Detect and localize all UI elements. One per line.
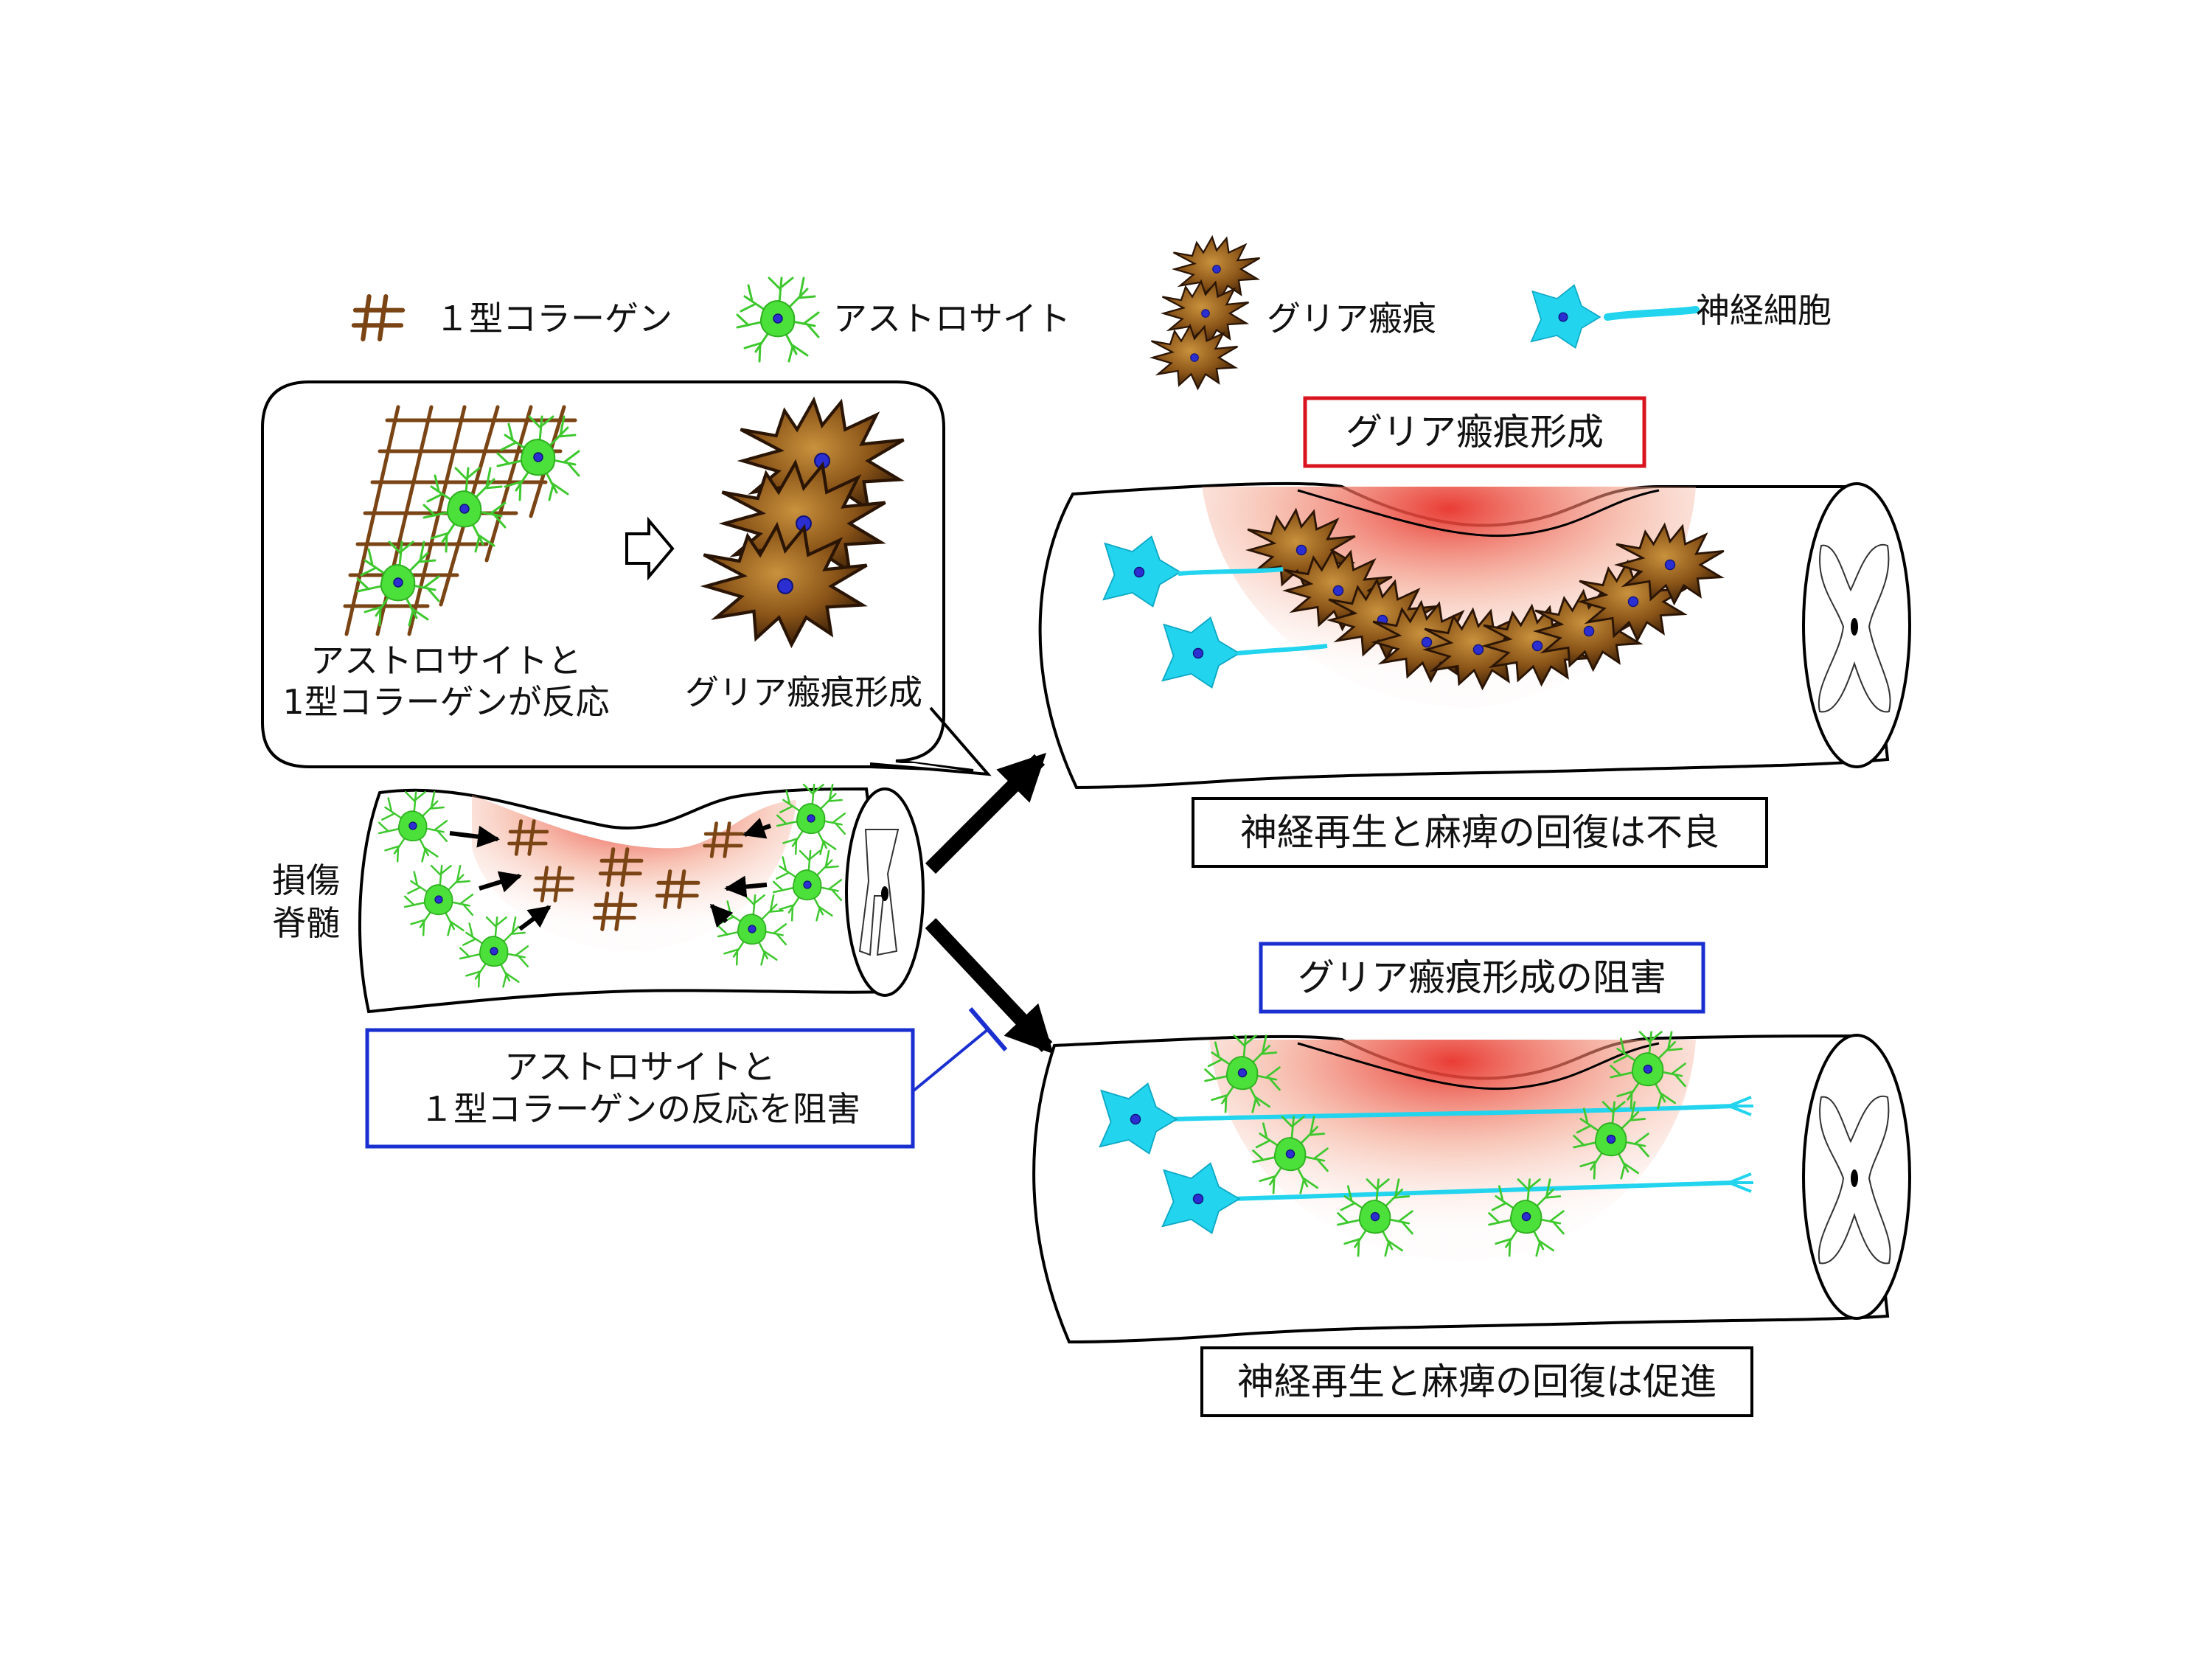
top-outcome: グリア瘢痕形成 神経再生と麻痺の回復は不良 [1038,396,1911,868]
glial-scar-icon [1150,236,1261,390]
inhibition-box-line1: アストロサイトと [504,1047,776,1087]
callout-left-line2: 1型コラーゲンが反応 [282,682,609,722]
regenerating-axon [1099,1082,1753,1155]
callout-tail [869,706,992,776]
bottom-outcome-title: グリア瘢痕形成の阻害 [1298,956,1666,999]
legend-glial-scar-item: グリア瘢痕 [1150,236,1436,390]
callout-right-label: グリア瘢痕形成 [685,672,922,712]
legend-neuron-label: 神経細胞 [1696,291,1832,330]
legend-neuron-item: 神経細胞 [1530,284,1832,349]
bottom-outcome-title-box [1259,942,1705,1014]
lesion-area [1209,1040,1696,1261]
collagen-icon [354,296,403,339]
inhibition-box-frame [365,1028,915,1149]
outcome-arrows [925,752,1054,1054]
bottom-outcome-result-box [1200,1346,1753,1417]
neuron-icon [1530,284,1700,349]
blocked-neuron [1102,535,1284,608]
central-canal [881,886,888,901]
inhibition-bar [968,1007,1008,1051]
bottom-outcome-result: 神経再生と麻痺の回復は促進 [1237,1360,1717,1403]
arrow-to-scar [925,752,1047,874]
inhibition-box: アストロサイトと １型コラーゲンの反応を阻害 [365,1007,1008,1149]
inhibition-line [911,1028,990,1093]
injured-cord-label-line1: 損傷 [272,860,340,900]
arrow-to-inhibited [925,918,1054,1054]
inhibition-box-line2: １型コラーゲンの反応を阻害 [420,1089,860,1129]
callout-bubble: アストロサイトと 1型コラーゲンが反応 グリア瘢痕形成 [261,380,992,776]
legend-astrocyte-item: アストロサイト [736,276,1071,363]
central-canal [1851,618,1858,636]
legend: １型コラーゲン アストロサイト グリア瘢痕 神経細胞 [354,236,1832,390]
top-outcome-title: グリア瘢痕形成 [1346,411,1604,453]
legend-glial-scar-label: グリア瘢痕 [1267,299,1436,338]
top-outcome-result: 神経再生と麻痺の回復は不良 [1240,811,1719,854]
central-canal [1851,1169,1858,1187]
top-outcome-title-box [1303,396,1646,468]
injured-spinal-cord: 損傷 脊髄 [272,783,925,1014]
gray-matter-outline [858,829,900,956]
migration-arrows [449,818,771,931]
injured-cord-label-line2: 脊髄 [272,903,340,943]
legend-collagen-item: １型コラーゲン [354,296,672,339]
legend-collagen-label: １型コラーゲン [435,299,672,338]
legend-astrocyte-label: アストロサイト [833,299,1071,338]
astrocyte-icon [736,276,820,363]
transition-arrow-icon [625,516,675,581]
blocked-neuron [1161,616,1328,689]
top-outcome-result-box [1192,797,1768,868]
bottom-outcome: グリア瘢痕形成の阻害 神経再生と麻痺の回復は促進 [1032,942,1911,1417]
regenerating-axon [1161,1162,1753,1234]
callout-left-line1: アストロサイトと [310,641,582,681]
